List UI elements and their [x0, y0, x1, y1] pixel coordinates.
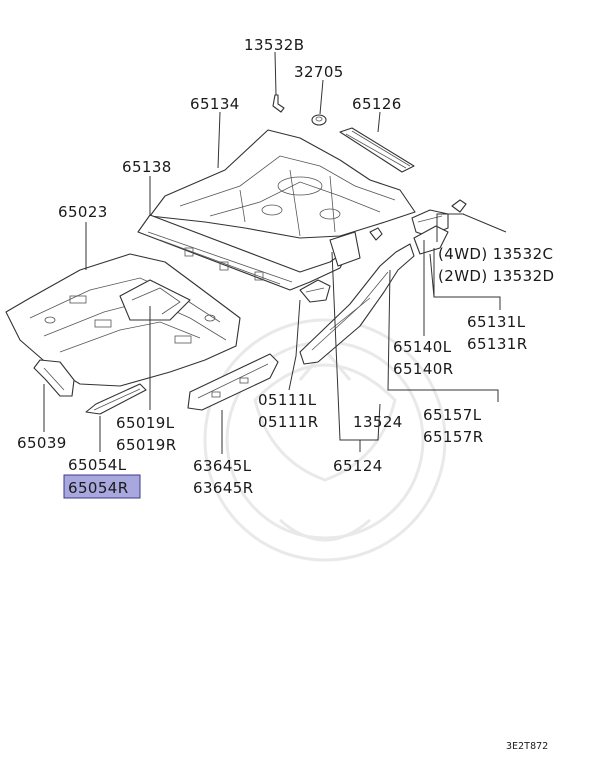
label-65140R: 65140R: [393, 360, 454, 378]
part-65124-side-rail: [299, 243, 415, 365]
part-65134-rear-floor-pan: [149, 129, 416, 239]
label-32705: 32705: [294, 63, 344, 81]
label-65023: 65023: [58, 203, 108, 221]
label-65019L: 65019L: [116, 414, 175, 432]
highlight-box-65054R: [63, 474, 141, 499]
label-13532B: 13532B: [244, 36, 304, 54]
label-2wd-13532D: (2WD) 13532D: [438, 267, 554, 285]
diagram-code: 3E2T872: [506, 741, 548, 752]
label-65138: 65138: [122, 158, 172, 176]
label-65140L: 65140L: [393, 338, 452, 356]
part-05111-bracket: [299, 279, 331, 303]
part-65039-end-piece: [33, 359, 75, 397]
part-65140-member: [413, 225, 449, 255]
label-05111R: 05111R: [258, 413, 319, 431]
label-13524: 13524: [353, 413, 403, 431]
label-05111L: 05111L: [258, 391, 317, 409]
label-65039: 65039: [17, 434, 67, 452]
label-65019R: 65019R: [116, 436, 177, 454]
label-63645L: 63645L: [193, 457, 252, 475]
label-65126: 65126: [352, 95, 402, 113]
label-65054L: 65054L: [68, 456, 127, 474]
part-32705-grommet: [311, 114, 327, 126]
label-65157R: 65157R: [423, 428, 484, 446]
part-65138-crossmember: [137, 214, 361, 291]
label-65124: 65124: [333, 457, 383, 475]
part-65054-sill: [85, 383, 147, 415]
part-65023-front-floor-pan: [5, 253, 241, 387]
part-65126-rail: [339, 127, 415, 173]
label-4wd-13532C: (4WD) 13532C: [438, 245, 553, 263]
label-65134: 65134: [190, 95, 240, 113]
label-65157L: 65157L: [423, 406, 482, 424]
part-13532B-bracket: [272, 94, 285, 113]
label-63645R: 63645R: [193, 479, 254, 497]
part-63645-side-sill: [187, 353, 279, 411]
label-65131R: 65131R: [467, 335, 528, 353]
leader-lines: [43, 51, 507, 454]
part-13532C-clip: [451, 199, 467, 213]
label-65131L: 65131L: [467, 313, 526, 331]
label-65054R[interactable]: 65054R: [68, 479, 129, 497]
part-13524-clip: [369, 227, 383, 241]
